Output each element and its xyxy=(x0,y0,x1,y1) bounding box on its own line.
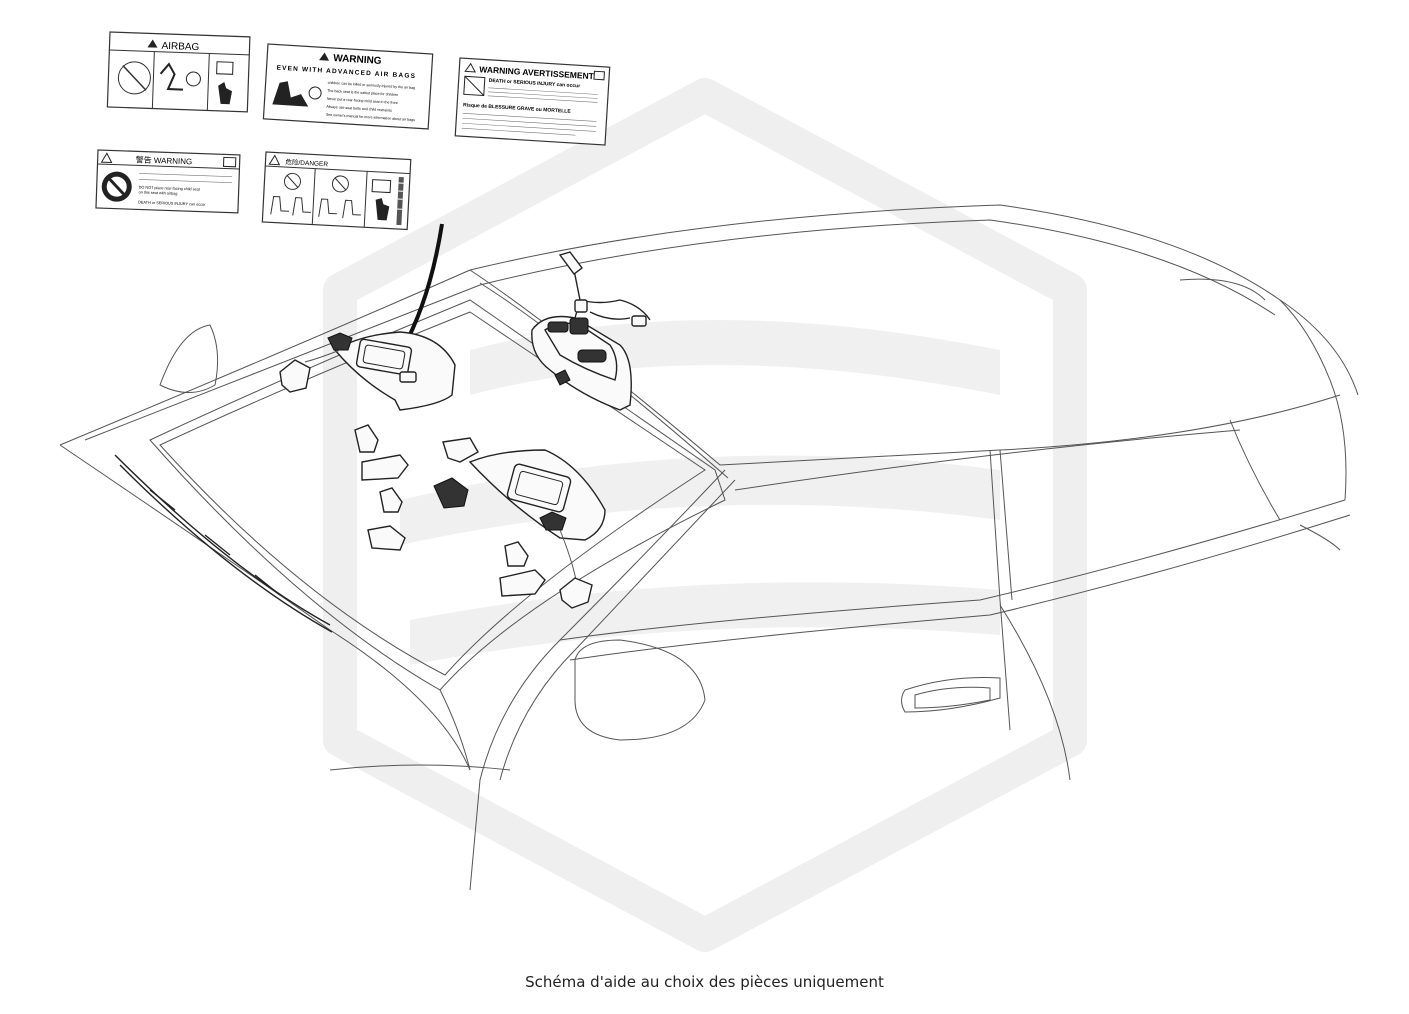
diagram-caption: Schéma d'aide au choix des pièces unique… xyxy=(525,973,884,991)
label-warning-advanced-title: WARNING xyxy=(333,53,382,67)
label-warning-cn-title: 警告 WARNING xyxy=(136,154,193,166)
visor-clips xyxy=(354,424,546,597)
label-pictogram: 危险/DANGER xyxy=(261,151,412,231)
label-warning-advanced-line-1: children can be killed or seriously inju… xyxy=(328,81,416,90)
overhead-console xyxy=(531,251,651,411)
label-warning-advanced: WARNING EVEN WITH ADVANCED AIR BAGS chil… xyxy=(262,43,434,130)
label-warning-bilingual: WARNING AVERTISSEMENT DEATH or SERIOUS I… xyxy=(454,57,611,146)
label-airbag: AIRBAG xyxy=(106,31,251,113)
label-warning-bilingual-line-1: DEATH or SERIOUS INJURY can occur xyxy=(488,78,580,90)
label-warning-advanced-line-2: The back seat is the safest place for ch… xyxy=(327,89,398,97)
label-warning-advanced-line-3: Never put a rear-facing child seat in th… xyxy=(327,97,398,105)
label-pictogram-title: 危险/DANGER xyxy=(285,157,328,168)
car-outline xyxy=(59,204,1359,891)
label-warning-cn-line-3: DEATH or SERIOUS INJURY can occur xyxy=(138,200,206,206)
sun-visor-left xyxy=(279,331,456,411)
label-warning-cn: 警告 WARNING DO NOT place rear-facing chil… xyxy=(95,149,241,214)
label-warning-advanced-line-5: See owner's manual for more information … xyxy=(326,113,416,122)
label-warning-cn-line-1: DO NOT place rear-facing child seat xyxy=(139,185,201,191)
label-warning-cn-line-2: on this seat with airbag xyxy=(138,190,177,195)
label-airbag-title: AIRBAG xyxy=(161,41,199,53)
label-warning-advanced-line-4: Always use seat belts and child restrain… xyxy=(326,105,392,113)
sun-visor-right xyxy=(468,449,606,609)
